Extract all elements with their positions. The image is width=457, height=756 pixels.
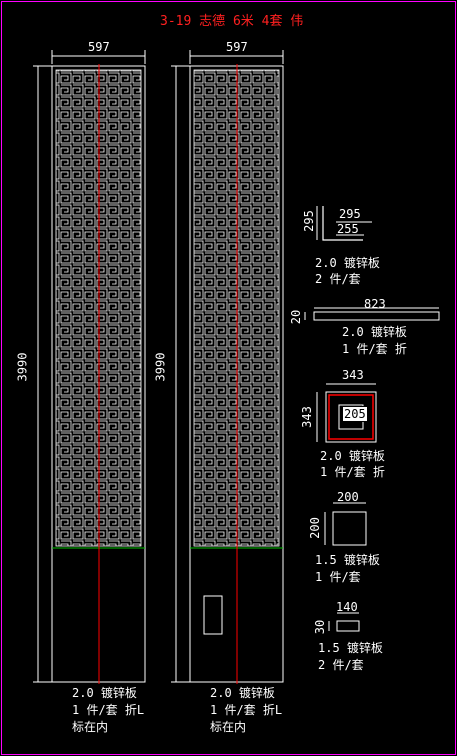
right-width-dim: 597 <box>226 40 248 54</box>
part5-dim-width: 140 <box>336 600 358 614</box>
part3-dim-height: 343 <box>299 406 314 428</box>
right-height-dim: 3990 <box>153 352 168 382</box>
part3-dim-width: 343 <box>342 368 364 382</box>
left-width-dim: 597 <box>88 40 110 54</box>
part4-note-2: 1 件/套 <box>315 570 361 584</box>
part2-dim-length: 823 <box>364 297 386 311</box>
part4-dim-width: 200 <box>337 490 359 504</box>
part1-dim-inner: 255 <box>337 222 359 236</box>
part1-note-2: 2 件/套 <box>315 272 361 286</box>
part-small-strip <box>328 612 360 632</box>
right-note-1: 2.0 镀锌板 <box>210 686 275 700</box>
part4-note-1: 1.5 镀锌板 <box>315 553 380 567</box>
part3-dim-hole: 205 <box>342 406 368 422</box>
part1-dim-height: 295 <box>301 210 316 232</box>
part-long-strip <box>304 307 440 321</box>
part5-note-1: 1.5 镀锌板 <box>318 641 383 655</box>
left-note-3: 标在内 <box>72 720 109 734</box>
drawing-title: 3-19 志德 6米 4套 伟 <box>160 14 304 29</box>
left-note-1: 2.0 镀锌板 <box>72 686 137 700</box>
part2-note-2: 1 件/套 折 <box>342 342 407 356</box>
part3-note-1: 2.0 镀锌板 <box>320 449 385 463</box>
part3-note-2: 1 件/套 折 <box>320 465 385 479</box>
part4-dim-height: 200 <box>307 517 322 539</box>
part1-note-1: 2.0 镀锌板 <box>315 256 380 270</box>
right-note-3: 标在内 <box>210 720 247 734</box>
left-panel <box>33 50 146 684</box>
left-note-2: 1 件/套 折L <box>72 703 145 717</box>
right-note-2: 1 件/套 折L <box>210 703 283 717</box>
part-small-square <box>324 502 367 546</box>
right-panel <box>171 50 284 684</box>
part2-dim-height: 20 <box>289 309 304 325</box>
part2-note-1: 2.0 镀锌板 <box>342 325 407 339</box>
left-height-dim: 3990 <box>15 352 30 382</box>
part5-dim-height: 30 <box>313 619 328 635</box>
part-angle-bracket <box>316 206 372 241</box>
part5-note-2: 2 件/套 <box>318 658 364 672</box>
part1-dim-width: 295 <box>339 207 361 221</box>
